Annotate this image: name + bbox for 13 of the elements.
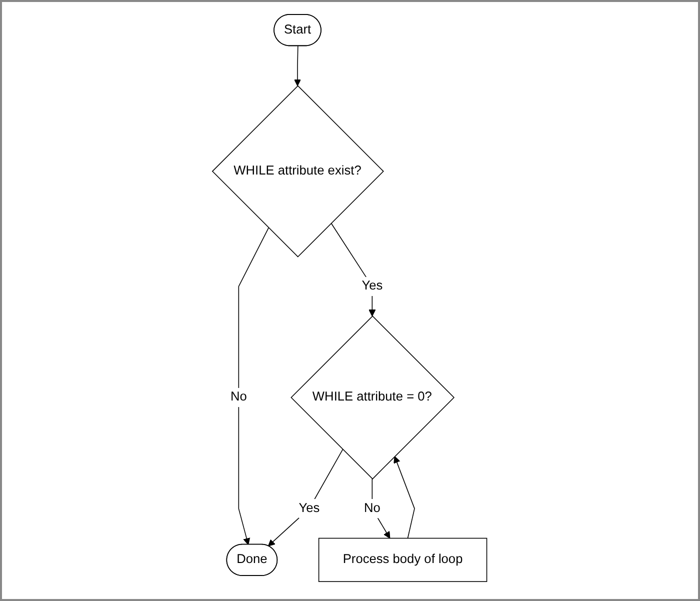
arrow [394,456,416,539]
node-diamond: WHILE attribute = 0? [291,316,455,480]
node-box: Process body of loop [318,538,488,582]
edge-label: No [230,390,248,404]
edge-label: Yes [299,501,320,515]
arrow [238,227,270,545]
edge-label: Yes [362,279,384,293]
arrow [294,46,302,86]
arrow [331,222,376,316]
arrow [268,449,344,546]
arrow [372,478,391,539]
edge-label: No [364,501,381,515]
node-diamond: WHILE attribute exist? [212,85,384,258]
